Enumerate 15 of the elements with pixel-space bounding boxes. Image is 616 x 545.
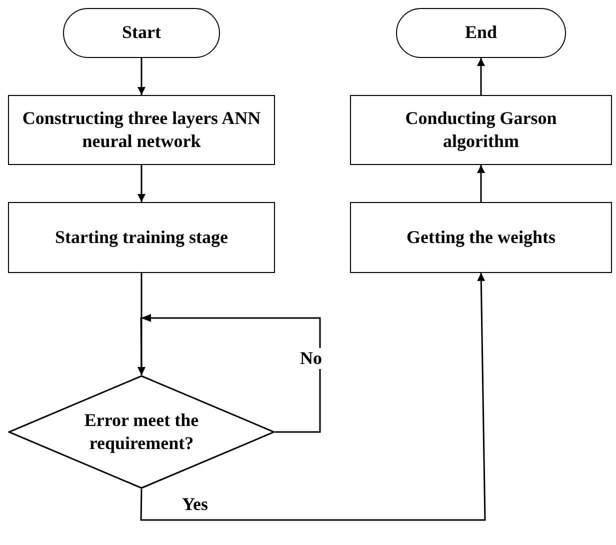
- node-text: Start: [122, 21, 161, 44]
- process-box: [350, 95, 612, 165]
- decision-diamond: [8, 375, 275, 489]
- terminal-shape: [63, 8, 220, 58]
- edge-label: No: [300, 348, 322, 369]
- node-text: End: [464, 21, 498, 44]
- terminal-shape: [396, 8, 566, 58]
- node-text: Conducting Garson algorithm: [404, 106, 558, 153]
- node-text: Getting the weights: [406, 226, 556, 249]
- process-box: [350, 202, 612, 273]
- process-box: [8, 202, 275, 273]
- node-text: Error meet the requirement?: [83, 408, 200, 455]
- node-text: Constructing three layers ANN neural network: [21, 106, 262, 153]
- process-box: [8, 95, 275, 165]
- node-text: Starting training stage: [55, 226, 228, 249]
